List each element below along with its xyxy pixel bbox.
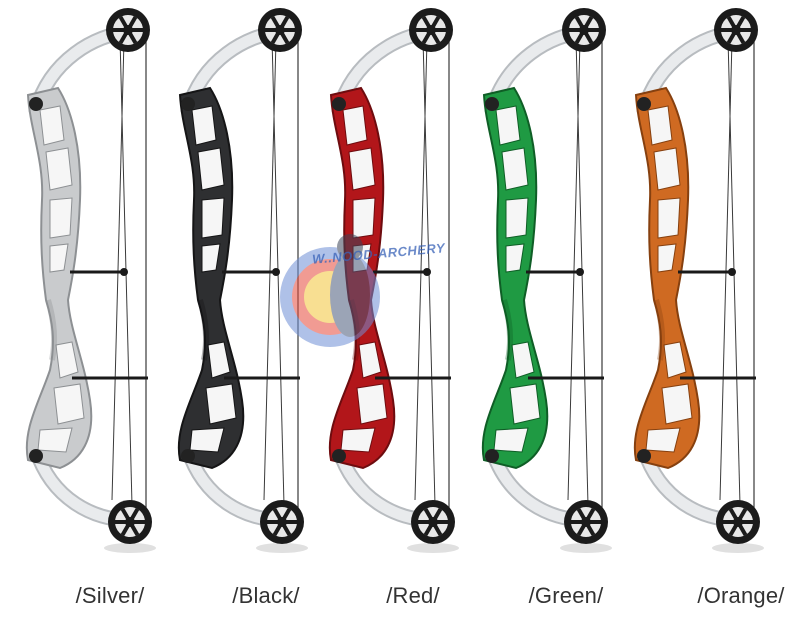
bow-silver: [25, 8, 156, 553]
bow-label-silver: /Silver/: [75, 583, 145, 608]
bow-top-cam-red: [409, 8, 453, 52]
bow-bottom-cam-black: [260, 500, 304, 544]
bow-bottom-cam-orange: [716, 500, 760, 544]
bow-red: [328, 8, 459, 553]
bow-label-green: /Green/: [528, 583, 604, 608]
bow-top-cam-green: [562, 8, 606, 52]
bow-orange: [633, 8, 764, 553]
bow-label-black: /Black/: [232, 583, 300, 608]
bow-label-orange: /Orange/: [697, 583, 785, 608]
bow-label-red: /Red/: [386, 583, 440, 608]
bow-bottom-cam-silver: [108, 500, 152, 544]
watermark-logo: [280, 234, 380, 347]
bow-top-cam-black: [258, 8, 302, 52]
bow-top-cam-orange: [714, 8, 758, 52]
bow-black: [177, 8, 308, 553]
bow-top-cam-silver: [106, 8, 150, 52]
bow-bottom-cam-red: [411, 500, 455, 544]
bow-bottom-cam-green: [564, 500, 608, 544]
bow-green: [481, 8, 612, 553]
